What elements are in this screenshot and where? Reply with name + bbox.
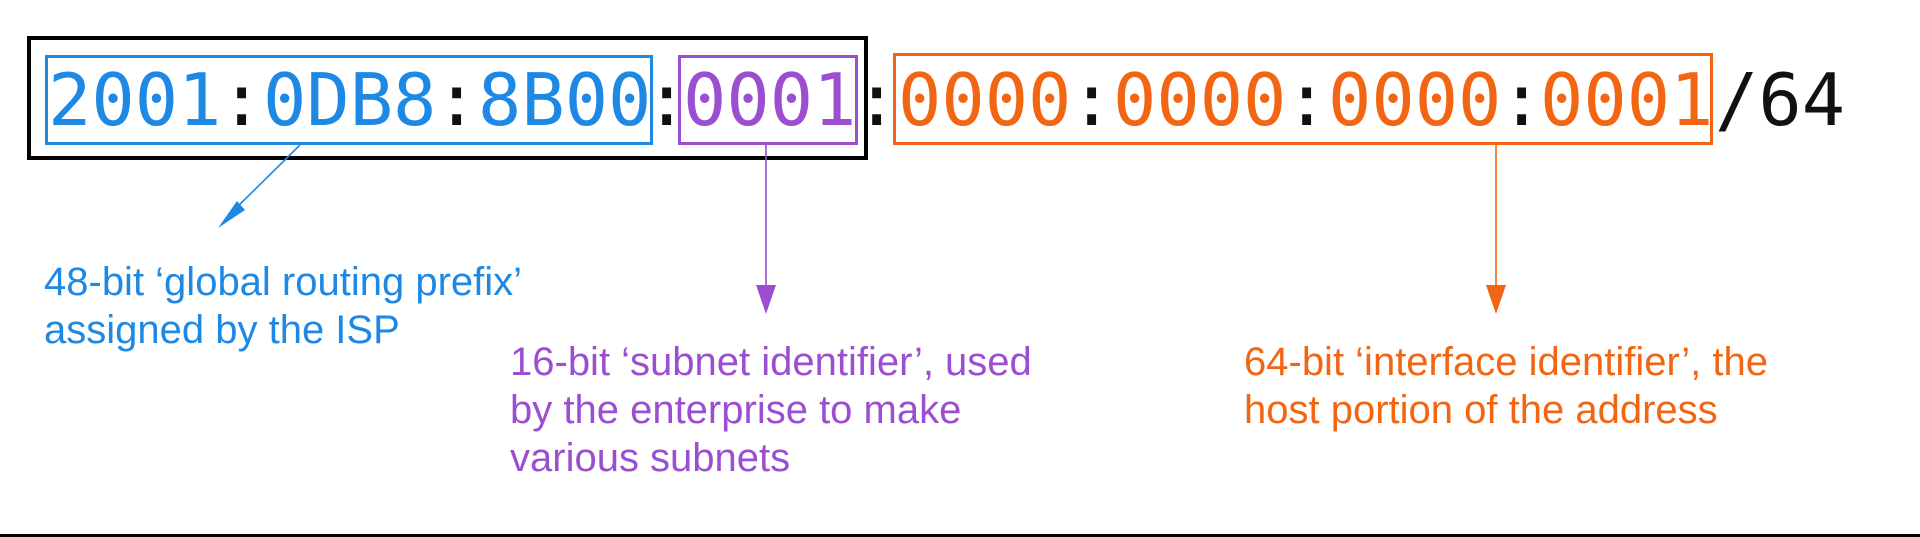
interface-group-2: 0000 bbox=[1113, 58, 1287, 142]
prefix-description-line-1: 48-bit ‘global routing prefix’ bbox=[44, 260, 523, 304]
subnet-identifier-box bbox=[678, 55, 858, 145]
bottom-border bbox=[0, 534, 1920, 537]
prefix-description-line-2: assigned by the ISP bbox=[44, 308, 400, 352]
interface-group-1: 0000 bbox=[898, 58, 1072, 142]
prefix-description: 48-bit ‘global routing prefix’ assigned … bbox=[44, 258, 522, 354]
separator: : bbox=[435, 58, 479, 142]
separator: : bbox=[1285, 58, 1329, 142]
separator: : bbox=[855, 58, 899, 142]
prefix-group-3: 8B00 bbox=[478, 58, 652, 142]
global-routing-prefix-box bbox=[45, 55, 653, 145]
prefix-arrow-line bbox=[231, 144, 301, 213]
prefix-group-2: 0DB8 bbox=[263, 58, 437, 142]
prefix-arrow-head bbox=[218, 201, 245, 228]
interface-description-line-2: host portion of the address bbox=[1244, 388, 1718, 432]
subnet-description-line-3: various subnets bbox=[510, 436, 791, 480]
subnet-description-line-1: 16-bit ‘subnet identifier’, used bbox=[510, 340, 1032, 384]
interface-description: 64-bit ‘interface identifier’, the host … bbox=[1244, 338, 1768, 434]
separator: : bbox=[1500, 58, 1544, 142]
subnet-arrow-head bbox=[756, 285, 776, 314]
interface-group-3: 0000 bbox=[1328, 58, 1502, 142]
network-portion-box bbox=[27, 36, 868, 160]
subnet-description-line-2: by the enterprise to make bbox=[510, 388, 962, 432]
separator: : bbox=[645, 58, 689, 142]
subnet-description: 16-bit ‘subnet identifier’, used by the … bbox=[510, 338, 1032, 482]
interface-identifier-box bbox=[893, 53, 1713, 145]
subnet-group: 0001 bbox=[683, 58, 857, 142]
interface-group-4: 0001 bbox=[1540, 58, 1714, 142]
interface-arrow-head bbox=[1486, 285, 1506, 314]
prefix-group-1: 2001 bbox=[48, 58, 222, 142]
interface-description-line-1: 64-bit ‘interface identifier’, the bbox=[1244, 340, 1768, 384]
separator: : bbox=[220, 58, 264, 142]
separator: : bbox=[1070, 58, 1114, 142]
prefix-length: /64 bbox=[1715, 58, 1846, 142]
